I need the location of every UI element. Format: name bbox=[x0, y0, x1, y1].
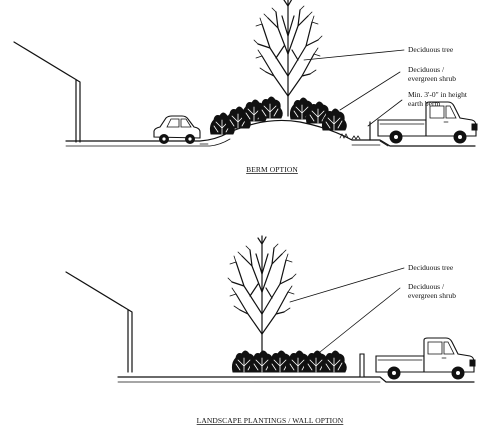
leader-line-berm bbox=[367, 99, 403, 127]
car-icon bbox=[153, 115, 201, 145]
building-icon bbox=[65, 271, 133, 373]
pickup-truck-icon bbox=[375, 337, 476, 380]
leader-line-tree bbox=[289, 267, 405, 303]
leader-line-shrub bbox=[319, 287, 401, 353]
berm-option-section: Deciduous tree Deciduous / evergreen shr… bbox=[13, 0, 478, 174]
wall-option-section: Deciduous tree Deciduous / evergreen shr… bbox=[65, 235, 476, 425]
shrub-icon bbox=[257, 96, 283, 119]
label-shrub-line2: evergreen shrub bbox=[408, 74, 456, 83]
caption-wall-option: LANDSCAPE PLANTINGS / WALL OPTION bbox=[197, 416, 344, 425]
pickup-truck-icon bbox=[377, 101, 478, 144]
shrub-icon bbox=[321, 350, 347, 373]
label-deciduous-tree: Deciduous tree bbox=[408, 45, 454, 54]
label-berm-line1: Min. 3'-0" in height bbox=[408, 90, 468, 99]
label-shrub-line1: Deciduous / bbox=[408, 65, 445, 74]
label-shrub-line2: evergreen shrub bbox=[408, 291, 456, 300]
label-berm-line2: earth berm bbox=[408, 99, 440, 108]
leader-line-shrub bbox=[339, 71, 401, 111]
deciduous-tree-icon bbox=[227, 235, 297, 355]
leader-line-tree bbox=[303, 49, 405, 61]
caption-berm-option: BERM OPTION bbox=[246, 165, 298, 174]
wall-post bbox=[359, 353, 365, 378]
ground-with-berm bbox=[65, 119, 476, 147]
label-shrub-line1: Deciduous / bbox=[408, 282, 445, 291]
label-deciduous-tree: Deciduous tree bbox=[408, 263, 454, 272]
ground-line bbox=[117, 376, 475, 383]
deciduous-tree-icon bbox=[253, 0, 323, 117]
building-icon bbox=[13, 41, 81, 143]
